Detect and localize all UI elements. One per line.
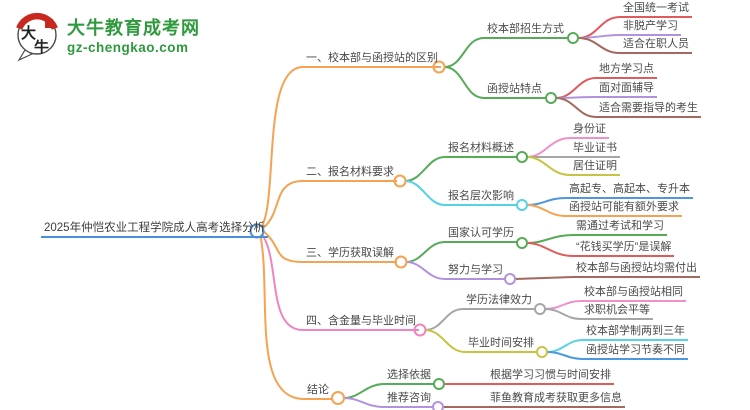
- leaf-topic[interactable]: 面对面辅导: [596, 80, 657, 98]
- site-name: 大牛教育成考网: [67, 17, 200, 38]
- subtopic[interactable]: 选择依据: [384, 367, 434, 385]
- node-toggle[interactable]: [536, 346, 548, 358]
- leaf-topic[interactable]: 函授站学习节奏不同: [583, 342, 688, 360]
- connector: [555, 97, 597, 118]
- branch-topic-5[interactable]: 结论: [304, 382, 332, 400]
- subtopic[interactable]: 努力与学习: [445, 262, 506, 280]
- connector: [260, 232, 304, 331]
- logo-badge-icon: 大 牛: [16, 12, 58, 62]
- connector: [343, 397, 385, 408]
- branch-topic-4[interactable]: 四、含金量与毕业时间: [303, 313, 419, 331]
- leaf-topic[interactable]: 校本部与函授站均需付出: [573, 260, 700, 278]
- connector: [555, 77, 597, 99]
- branch-topic-1[interactable]: 一、校本部与函授站的区别: [303, 50, 441, 68]
- leaf-topic[interactable]: 菲鱼教育成考获取更多信息: [487, 390, 625, 408]
- subtopic[interactable]: 报名层次影响: [445, 188, 517, 206]
- connector: [404, 156, 446, 182]
- subtopic[interactable]: 校本部招生方式: [484, 21, 567, 39]
- logo-badge-char-top: 大: [21, 24, 36, 42]
- connector: [261, 66, 304, 227]
- subtopic[interactable]: 学历法律效力: [463, 292, 535, 310]
- connector: [262, 230, 304, 263]
- connector: [424, 329, 466, 353]
- connector: [443, 66, 485, 99]
- site-logo: 大 牛 大牛教育成考网 gz-chengkao.com: [14, 10, 200, 62]
- leaf-topic[interactable]: 非脱产学习: [620, 18, 681, 36]
- connector: [443, 37, 485, 68]
- leaf-topic[interactable]: 地方学习点: [596, 61, 657, 79]
- subtopic[interactable]: 毕业时间安排: [465, 335, 537, 353]
- connector: [526, 242, 574, 257]
- connector: [544, 308, 582, 320]
- leaf-topic[interactable]: “花钱买学历”是误解: [573, 239, 675, 257]
- connector: [544, 300, 582, 310]
- connector: [405, 261, 446, 280]
- subtopic[interactable]: 函授站特点: [484, 81, 545, 99]
- connector: [526, 156, 571, 176]
- leaf-topic[interactable]: 适合需要指导的考生: [596, 100, 701, 118]
- connector: [424, 308, 464, 331]
- node-toggle[interactable]: [516, 237, 528, 249]
- node-toggle[interactable]: [545, 92, 557, 104]
- subtopic[interactable]: 报名材料概述: [445, 140, 517, 158]
- node-toggle[interactable]: [433, 378, 445, 390]
- leaf-topic[interactable]: 根据学习习惯与时间安排: [487, 367, 614, 385]
- leaf-topic[interactable]: 居住证明: [570, 158, 620, 176]
- branch-topic-3[interactable]: 三、学历获取误解: [303, 245, 397, 263]
- node-toggle[interactable]: [567, 32, 579, 44]
- connector: [259, 233, 305, 400]
- node-toggle[interactable]: [394, 255, 408, 269]
- leaf-topic[interactable]: 高起专、高起本、专升本: [566, 181, 693, 199]
- leaf-topic[interactable]: 校本部学制两到三年: [583, 323, 688, 341]
- connector: [577, 37, 621, 54]
- leaf-topic[interactable]: 毕业证书: [570, 140, 620, 158]
- connector: [262, 180, 304, 229]
- leaf-topic[interactable]: 适合在职人员: [620, 36, 692, 54]
- connector: [526, 197, 567, 206]
- node-toggle[interactable]: [432, 401, 444, 410]
- connector: [546, 351, 584, 360]
- leaf-topic[interactable]: 身份证: [570, 121, 609, 139]
- node-toggle[interactable]: [534, 303, 546, 315]
- topic-root[interactable]: 2025年仲恺农业工程学院成人高考选择分析: [41, 220, 269, 238]
- branch-topic-2[interactable]: 二、报名材料要求: [303, 164, 397, 182]
- logo-badge-char-bottom: 牛: [34, 38, 49, 56]
- connector: [526, 234, 574, 244]
- node-toggle[interactable]: [331, 391, 345, 405]
- leaf-topic[interactable]: 函授站可能有额外要求: [566, 199, 682, 217]
- connector: [514, 276, 574, 280]
- subtopic[interactable]: 推荐咨询: [384, 390, 434, 408]
- leaf-topic[interactable]: 求职机会平等: [581, 302, 653, 320]
- connector: [526, 137, 571, 158]
- subtopic[interactable]: 国家认可学历: [445, 225, 517, 243]
- logo-seal: [45, 19, 53, 28]
- node-toggle[interactable]: [516, 199, 528, 211]
- leaf-topic[interactable]: 全国统一考试: [620, 0, 692, 18]
- node-toggle[interactable]: [504, 273, 516, 285]
- leaf-topic[interactable]: 校本部与函授站相同: [581, 284, 686, 302]
- connector: [343, 383, 385, 399]
- site-url: gz-chengkao.com: [67, 39, 189, 55]
- node-toggle[interactable]: [516, 151, 528, 163]
- connector: [404, 180, 446, 206]
- leaf-topic[interactable]: 需通过考试和学习: [573, 218, 667, 236]
- connector: [546, 339, 584, 353]
- connector: [405, 241, 446, 263]
- connector: [526, 204, 567, 217]
